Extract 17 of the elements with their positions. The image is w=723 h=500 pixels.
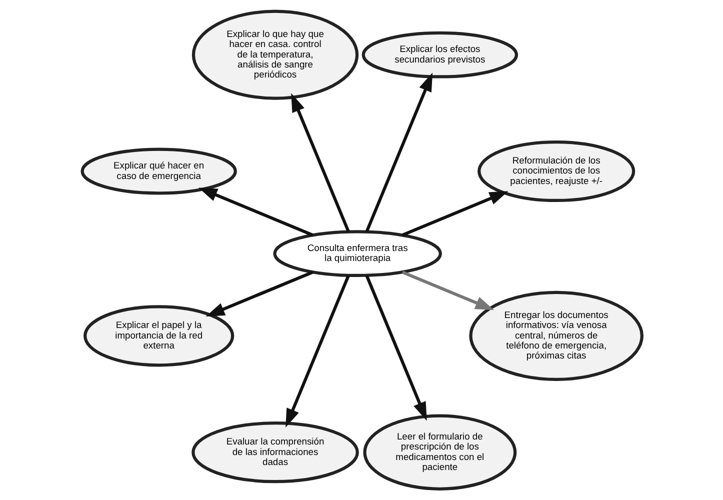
arrow — [401, 270, 494, 310]
arrow — [290, 93, 350, 232]
node-ellipse: Leer el formulario de prescripción de los medicamentos con el paciente — [362, 414, 516, 490]
node-ellipse: Explicar los efectos secundarios previstos — [361, 31, 518, 78]
node-ellipse: Reformulación de los conocimientos de los pacientes, reajuste +/- — [477, 140, 635, 202]
node-ellipse: Explicar el papel y la importancia de la red externa — [83, 305, 234, 367]
arrow — [205, 270, 313, 316]
node-ellipse: Entregar los documentos informativos: vía venosa central, números de teléfono de emergencia, próximas citas — [468, 290, 644, 381]
arrow — [364, 275, 426, 421]
arrow — [198, 188, 313, 236]
node-ellipse: Evaluar la comprensión de las informaciones dadas — [191, 422, 358, 484]
arrow — [364, 72, 432, 232]
arrow — [401, 191, 508, 236]
node-ellipse: Explicar qué hacer en caso de emergencia — [80, 148, 236, 195]
arrow — [285, 275, 350, 428]
node-ellipse: Consulta enfermera tras la quimioterapia — [272, 230, 442, 278]
node-ellipse: Explicar lo que hay que hacer en casa. control de la temperatura, análisis de sangre periódicos — [191, 10, 358, 100]
